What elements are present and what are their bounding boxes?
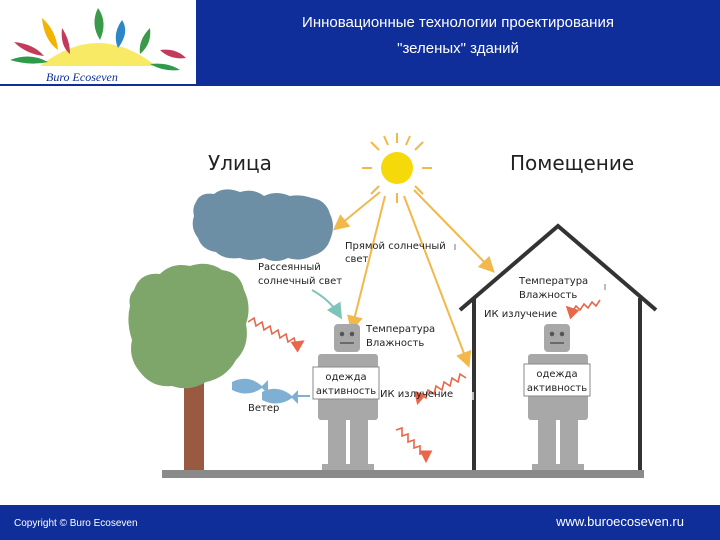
outdoor-clothes-box [312, 366, 380, 400]
wind-label: Ветер [248, 403, 279, 414]
website-link[interactable]: www.buroecoseven.ru [556, 514, 684, 529]
tree-icon [128, 263, 249, 389]
indoor-person-face [549, 331, 565, 344]
outdoor-activity-label: активность [316, 386, 376, 397]
wind-icon [232, 378, 298, 404]
logo-text: Buro Ecoseven [46, 70, 118, 84]
outdoor-params-label-1: Температура [365, 324, 435, 335]
header-bar [196, 0, 720, 84]
sun-icon [362, 133, 432, 203]
footer-bar [0, 505, 720, 540]
outdoor-params-label-2: Влажность [366, 338, 424, 349]
header-divider [0, 84, 720, 86]
indoor-params-label-1: Температура [518, 276, 588, 287]
indoor-activity-label: активность [527, 383, 587, 394]
indoor-clothes-label: одежда [536, 369, 577, 380]
cloud-icon [192, 189, 333, 261]
diffuse-sun-label-1: Рассеянный [258, 262, 321, 273]
indoor-params-label-2: Влажность [519, 290, 577, 301]
outdoor-person-face [339, 331, 355, 344]
indoor-clothes-box [523, 363, 591, 397]
small-dividers [454, 244, 606, 400]
sun-ray-arrows [332, 189, 495, 368]
tree-trunk [184, 378, 204, 476]
ground-line [162, 470, 644, 478]
logo [10, 8, 186, 71]
ir-wave-arrows [247, 299, 601, 464]
ir-outdoor-label: ИК излучение [380, 389, 453, 400]
direct-sun-label-1: Прямой солнечный [345, 241, 446, 252]
direct-sun-label-2: свет [345, 254, 369, 265]
title-line-1: Инновационные технологии проектирования [302, 14, 614, 31]
indoor-title: Помещение [510, 151, 634, 175]
outdoor-clothes-label: одежда [325, 372, 366, 383]
copyright-text: Copyright © Buro Ecoseven [14, 518, 138, 529]
title-line-2: "зеленых" зданий [397, 40, 519, 57]
page-title: Инновационные технологии проектирования … [196, 10, 720, 62]
indoor-person [528, 324, 588, 470]
diffuse-light-arrow [311, 289, 343, 320]
ir-indoor-label: ИК излучение [484, 309, 557, 320]
diffuse-sun-label-2: солнечный свет [258, 276, 342, 287]
outdoor-title: Улица [208, 151, 272, 175]
house-outline [458, 223, 658, 470]
